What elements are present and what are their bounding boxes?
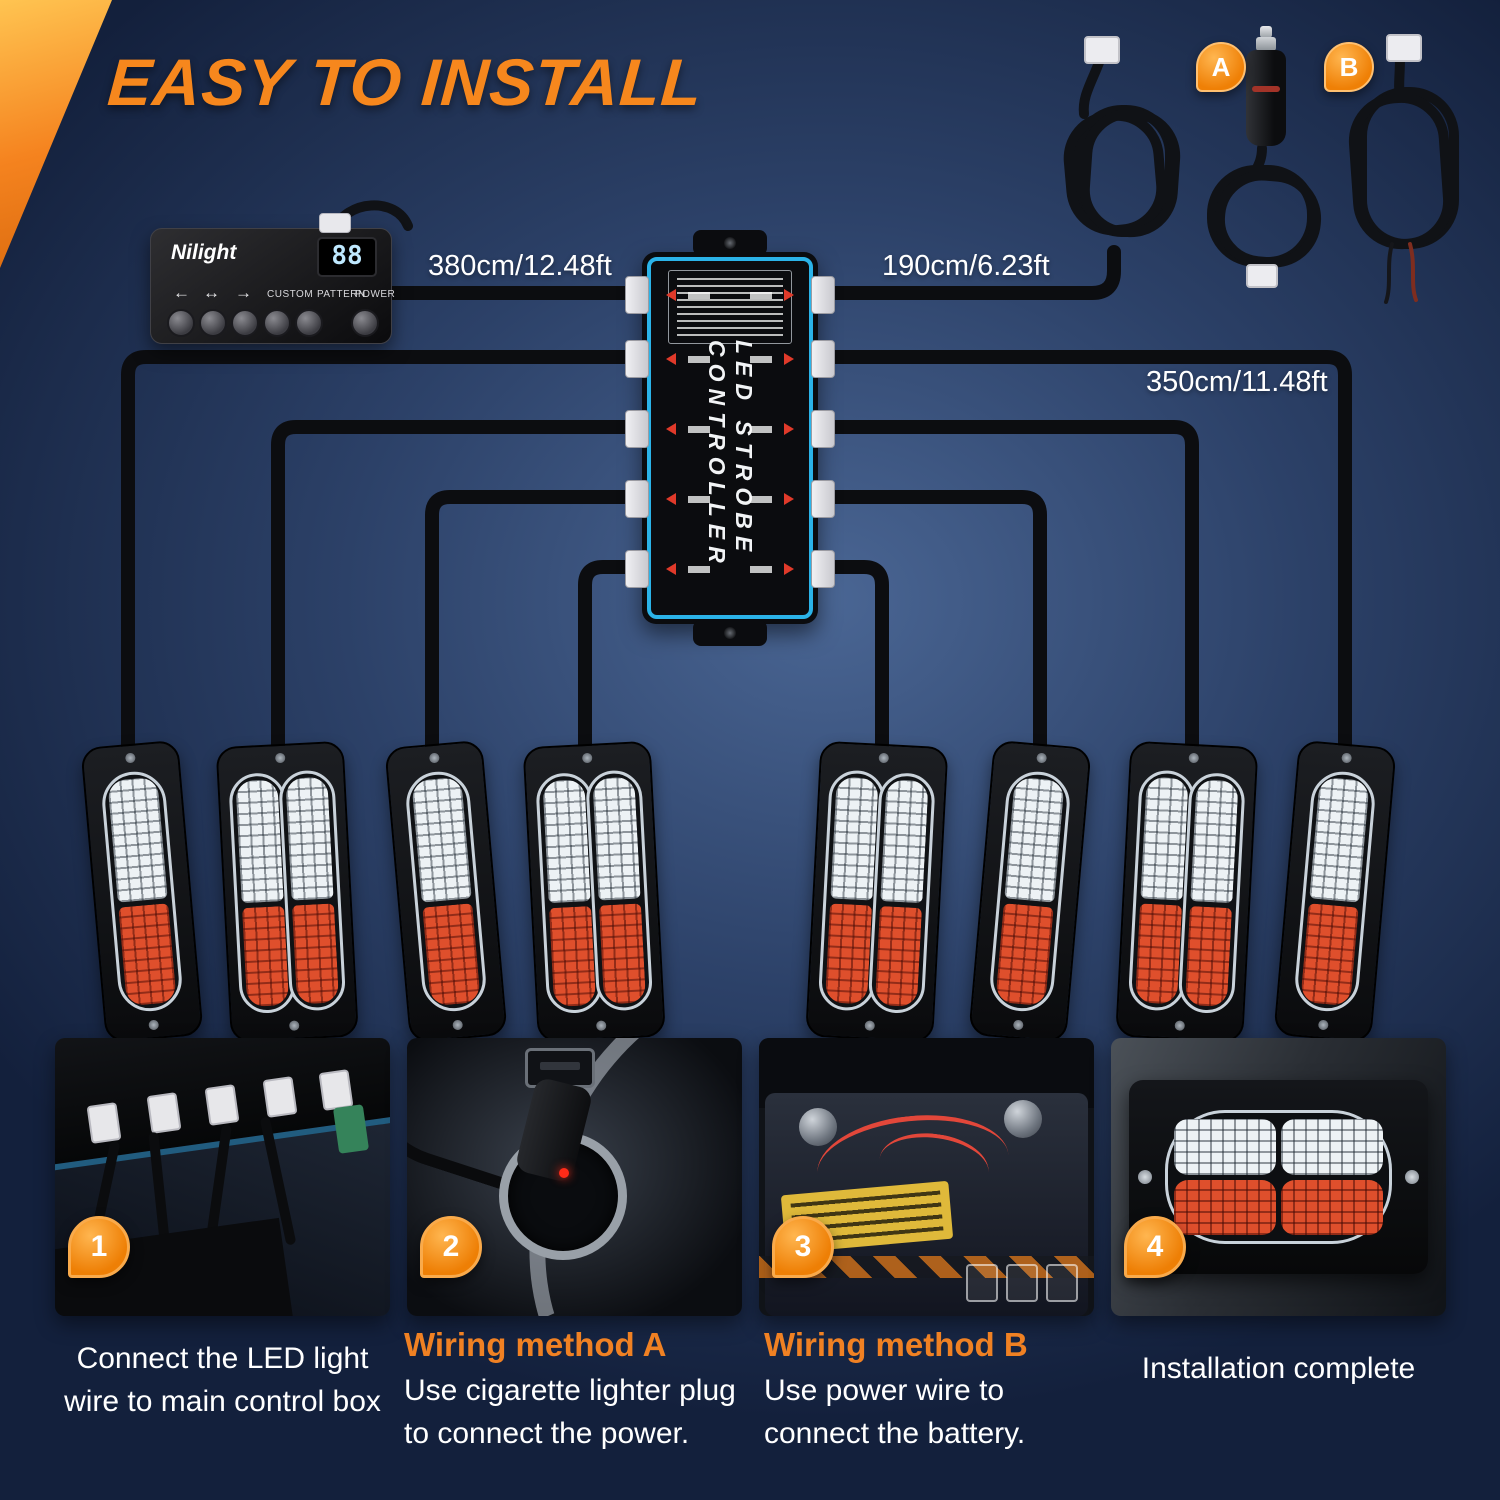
output-port <box>750 410 835 448</box>
digital-display: 88 <box>317 237 377 277</box>
remote-button[interactable] <box>295 309 323 337</box>
terminal-block-photo <box>332 1104 370 1154</box>
plug-body <box>1246 50 1286 146</box>
cable-length-190: 190cm/6.23ft <box>882 250 1050 282</box>
step-2-badge: 2 <box>420 1216 482 1278</box>
wire-connector-b <box>1386 34 1422 62</box>
plug-wire-connector <box>1246 264 1278 288</box>
brand-logo: Nilight <box>171 241 237 264</box>
page-title: EASY TO INSTALL <box>105 45 705 119</box>
label-a-badge: A <box>1196 42 1246 92</box>
pod-lens <box>99 769 185 1014</box>
step-1-caption: Connect the LED light wire to main contr… <box>64 1342 381 1418</box>
output-port <box>750 480 835 518</box>
pod-lens <box>1292 769 1378 1014</box>
arrow-left-icon: ← <box>173 283 190 302</box>
power-port <box>750 276 835 314</box>
pod-lens <box>403 769 489 1014</box>
connector-photo <box>146 1092 182 1134</box>
connector-photo <box>86 1102 122 1144</box>
cigarette-lighter-plug <box>1240 26 1292 156</box>
output-port <box>625 410 710 448</box>
step-3-title: Wiring method B <box>764 1326 1028 1363</box>
pod-lens <box>867 771 936 1015</box>
pod-lens <box>987 769 1073 1014</box>
step-number: 4 <box>1146 1230 1164 1263</box>
input-port <box>625 276 710 314</box>
connector-photo <box>204 1084 240 1126</box>
step-2-caption: Use cigarette lighter plug to connect th… <box>404 1374 736 1450</box>
remote-button[interactable] <box>263 309 291 337</box>
step-number: 1 <box>90 1230 108 1263</box>
wire-connector-a <box>1084 36 1120 64</box>
strobe-controller: LED STROBE CONTROLLER <box>625 230 835 646</box>
led-pod <box>805 740 949 1043</box>
remote-power-button[interactable] <box>351 309 379 337</box>
plug-neck <box>1256 37 1276 51</box>
custom-label: CUSTOM <box>267 289 314 300</box>
step-number: 3 <box>794 1230 812 1263</box>
mount-screw <box>1138 1170 1152 1184</box>
remote-pigtail-connector <box>319 213 351 233</box>
arrow-right-icon: → <box>235 283 252 302</box>
plug-indicator-light <box>559 1168 569 1178</box>
step-1-badge: 1 <box>68 1216 130 1278</box>
mount-screw <box>1405 1170 1419 1184</box>
controller-label: LED STROBE CONTROLLER <box>704 340 757 570</box>
output-port <box>625 480 710 518</box>
connector-photo <box>318 1069 354 1111</box>
pod-lens <box>277 769 347 1012</box>
led-pod <box>215 740 359 1043</box>
step-4-caption: Installation complete <box>1141 1352 1416 1385</box>
battery-stripe <box>759 1256 1094 1278</box>
step-3-caption: Use power wire to connect the battery. <box>764 1374 1026 1450</box>
spec-text-block <box>668 270 792 344</box>
remote-button[interactable] <box>167 309 195 337</box>
battery-terminal <box>799 1108 837 1146</box>
step-4-badge: 4 <box>1124 1216 1186 1278</box>
step-3-badge: 3 <box>772 1216 834 1278</box>
step-photo-2 <box>407 1038 742 1316</box>
output-port <box>625 550 710 588</box>
output-port <box>625 340 710 378</box>
remote-button[interactable] <box>231 309 259 337</box>
cable-length-350: 350cm/11.48ft <box>1146 366 1328 398</box>
installed-led-pod <box>1165 1110 1392 1244</box>
output-port <box>750 550 835 588</box>
led-pod <box>522 740 666 1043</box>
usb-port-photo <box>525 1048 595 1088</box>
connector-photo <box>262 1076 298 1118</box>
warning-icons <box>966 1264 1078 1302</box>
label-b-badge: B <box>1324 42 1374 92</box>
output-port <box>750 340 835 378</box>
arrow-double-icon: ↔ <box>203 283 220 302</box>
cable-length-380: 380cm/12.48ft <box>428 250 612 282</box>
step-number: 2 <box>442 1230 460 1263</box>
power-label: POWER <box>355 289 396 300</box>
battery-terminal <box>1004 1100 1042 1138</box>
pattern-label: PATTERN <box>317 289 366 300</box>
pod-lens <box>584 769 654 1012</box>
plug-tip <box>1260 26 1272 38</box>
mount-tab-bottom <box>693 620 767 646</box>
led-pod <box>1115 740 1259 1043</box>
step-2-title: Wiring method A <box>404 1326 667 1363</box>
mount-tab-top <box>693 230 767 256</box>
remote-control: Nilight 88 ← ↔ → CUSTOM PATTERN POWER <box>150 213 396 344</box>
remote-button[interactable] <box>199 309 227 337</box>
pod-lens <box>1177 771 1246 1015</box>
